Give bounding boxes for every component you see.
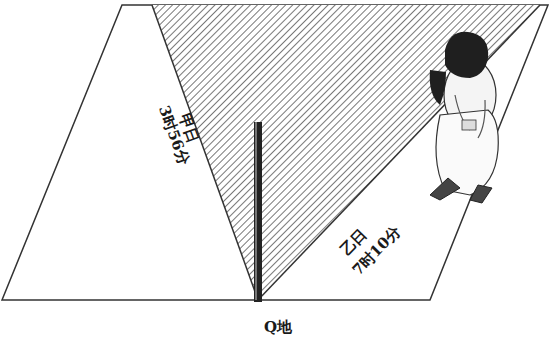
shadow-line <box>258 5 540 300</box>
place-label: Q地 <box>264 320 292 335</box>
ground <box>2 5 548 300</box>
shadow-area <box>152 5 540 300</box>
pole-highlight <box>255 122 257 300</box>
shadow-line <box>152 5 258 300</box>
person <box>430 32 499 203</box>
pole <box>254 122 262 302</box>
